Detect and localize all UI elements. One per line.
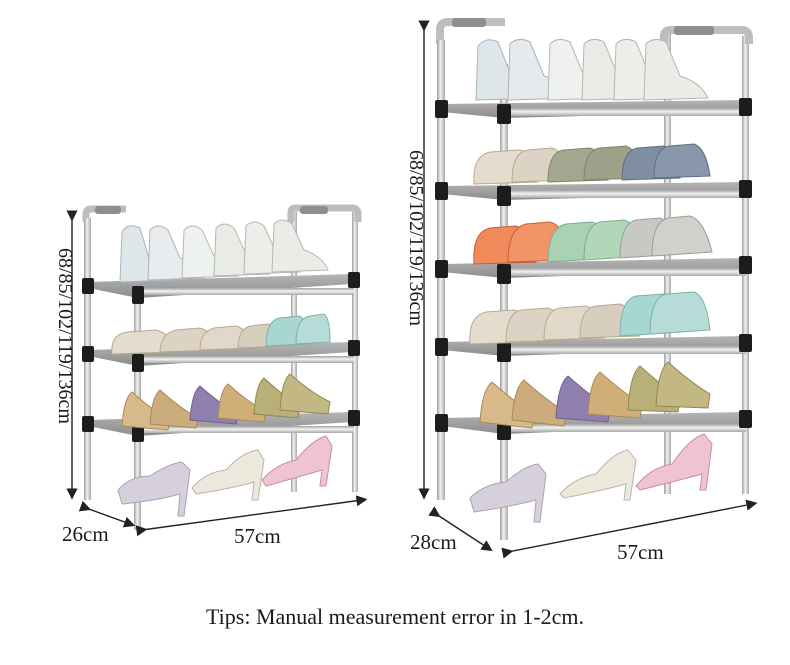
large-rack-loafers	[469, 291, 711, 345]
small-rack-slip-on-shoes	[111, 313, 331, 355]
large-rack-sneakers	[475, 38, 709, 101]
large-rack-width-label: 57cm	[617, 540, 664, 564]
measurement-tips: Tips: Manual measurement error in 1-2cm.	[206, 604, 584, 629]
large-rack-height-label: 68/85/102/119/136cm	[405, 150, 427, 326]
small-rack-width-label: 57cm	[234, 524, 281, 548]
small-rack-depth-label: 26cm	[62, 522, 109, 546]
small-rack-height-label: 68/85/102/119/136cm	[54, 248, 76, 424]
small-rack-flat-shoes	[121, 373, 331, 431]
large-rack-casual-shoes	[473, 143, 711, 185]
small-rack-high-heels	[117, 435, 333, 517]
small-rack-dimensions	[66, 210, 368, 537]
small-rack-sneakers	[119, 219, 329, 283]
large-rack-flat-shoes	[479, 361, 711, 429]
large-shoe-rack	[435, 18, 753, 540]
large-rack-connectors	[435, 98, 752, 440]
small-rack-connectors	[82, 272, 360, 442]
large-rack-canvas-shoes	[473, 215, 713, 265]
large-rack-depth-label: 28cm	[410, 530, 457, 554]
large-rack-dimensions	[418, 20, 758, 559]
small-shoe-rack	[82, 204, 362, 530]
